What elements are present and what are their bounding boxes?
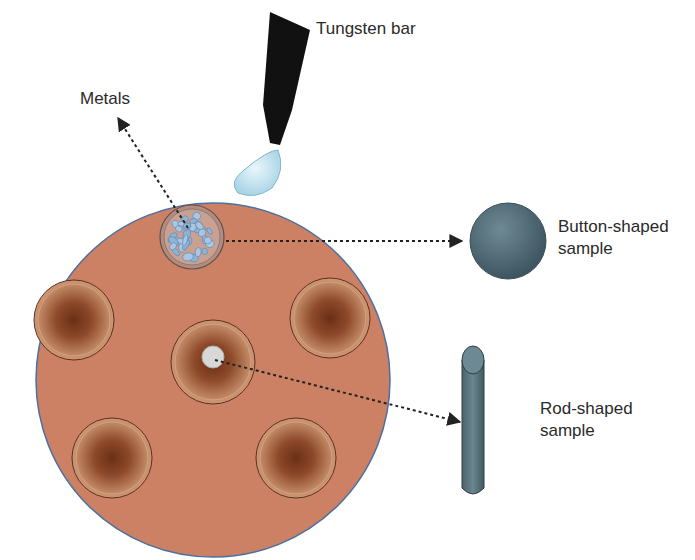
rod-mould bbox=[202, 346, 224, 368]
metal-pieces bbox=[167, 211, 215, 263]
rod-sample bbox=[462, 346, 484, 494]
metals-well bbox=[160, 205, 224, 269]
hearth-wells bbox=[34, 278, 370, 498]
button-sample bbox=[470, 203, 546, 279]
arc bbox=[234, 150, 281, 196]
tool-label: Tungsten bar bbox=[316, 18, 456, 40]
tungsten-bar bbox=[263, 12, 310, 145]
pointer-arrows bbox=[118, 118, 462, 422]
sample-label: Rod-shaped sample bbox=[540, 398, 665, 442]
sample-label: Button-shaped sample bbox=[558, 216, 683, 260]
callout-label: Metals bbox=[80, 88, 160, 110]
copper-hearth bbox=[36, 203, 390, 557]
